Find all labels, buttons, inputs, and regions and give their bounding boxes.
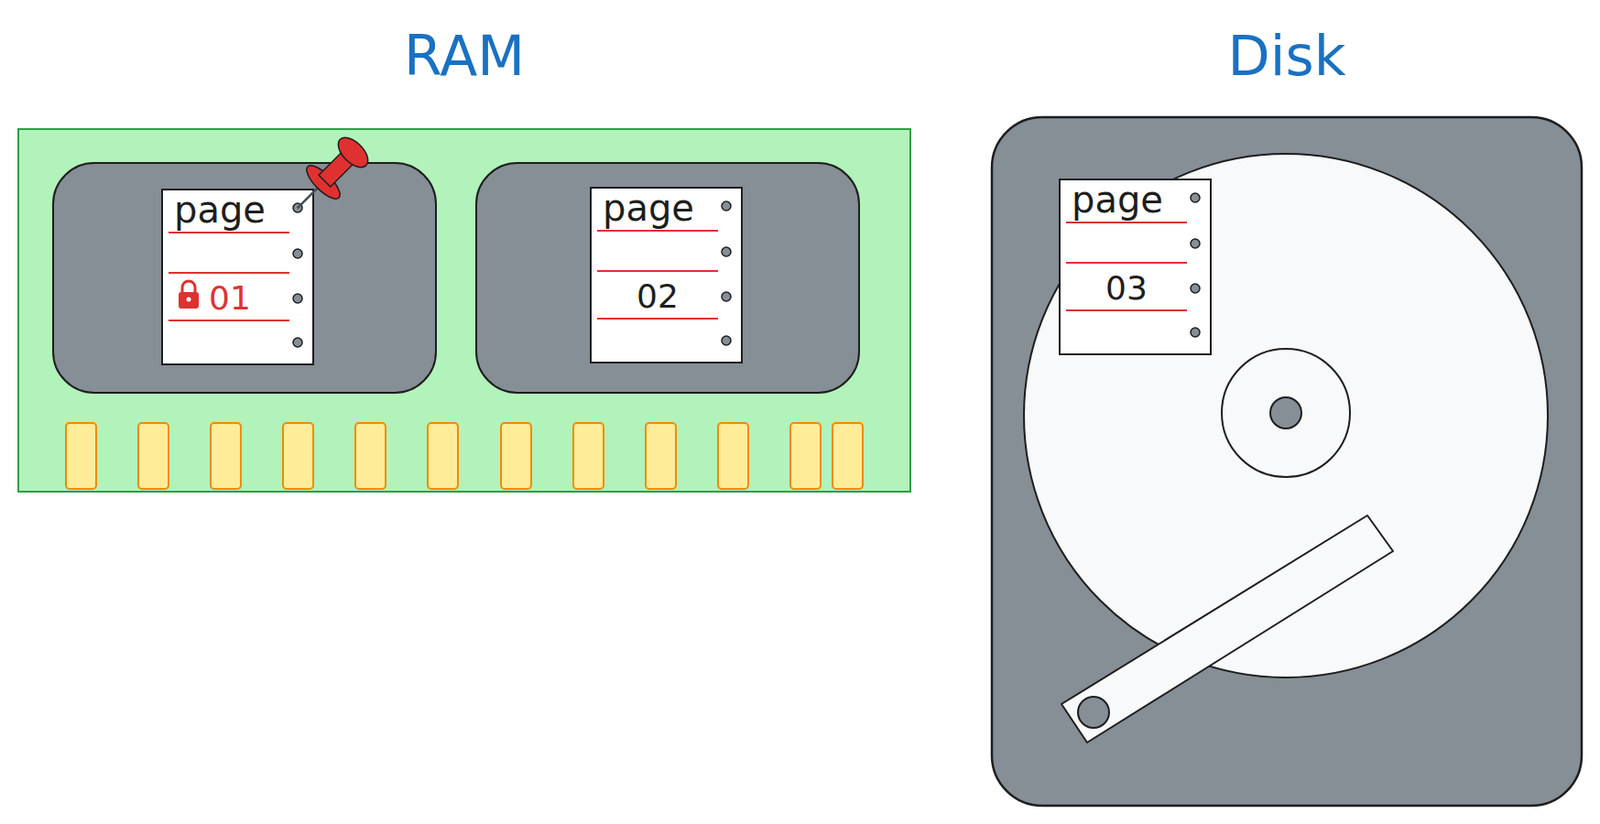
push-pin <box>282 130 377 225</box>
lock-icon <box>178 281 199 309</box>
gold-pins <box>65 423 863 490</box>
read-arm <box>1061 515 1394 743</box>
disk-drive: Diskpage03 <box>991 117 1582 806</box>
binder-hole <box>721 336 731 346</box>
page-number: 01 <box>208 278 251 319</box>
page-number: 03 <box>1069 268 1184 309</box>
binder-hole <box>721 292 731 302</box>
binder-hole <box>293 249 303 259</box>
ruled-line <box>1066 261 1187 264</box>
page-heading: page <box>1071 179 1164 220</box>
ruled-line <box>168 231 290 234</box>
binder-hole <box>1190 239 1200 249</box>
page-number: 02 <box>600 276 715 317</box>
binder-hole <box>1190 327 1200 338</box>
memory-chip <box>53 163 436 393</box>
ram-module: RAMpage01page02 <box>18 129 911 492</box>
disk-housing <box>991 117 1582 806</box>
page-heading: page <box>174 189 266 230</box>
ruled-line <box>168 319 290 322</box>
memory-page: page 03 <box>1058 178 1212 356</box>
section-title: Disk <box>991 21 1582 91</box>
binder-hole <box>1190 193 1200 203</box>
ruled-line <box>1066 221 1187 224</box>
ruled-line <box>597 270 719 273</box>
binder-hole <box>1190 283 1200 294</box>
section-title: RAM <box>18 21 911 91</box>
disk-hub <box>1221 348 1350 478</box>
binder-hole <box>721 247 731 257</box>
binder-hole <box>293 337 303 348</box>
memory-page: page 02 <box>589 186 743 364</box>
page-heading: page <box>602 187 695 229</box>
arm-pivot <box>1077 696 1110 729</box>
ruled-line <box>597 229 719 232</box>
ruled-line <box>597 317 719 320</box>
binder-hole <box>721 201 731 211</box>
ruled-line <box>1066 309 1187 312</box>
disk-spindle <box>1270 397 1302 429</box>
binder-hole <box>293 293 303 304</box>
ram-module <box>18 129 911 492</box>
memory-chip <box>476 163 860 393</box>
memory-page: page 01 <box>161 188 315 366</box>
ruled-line <box>168 272 290 274</box>
